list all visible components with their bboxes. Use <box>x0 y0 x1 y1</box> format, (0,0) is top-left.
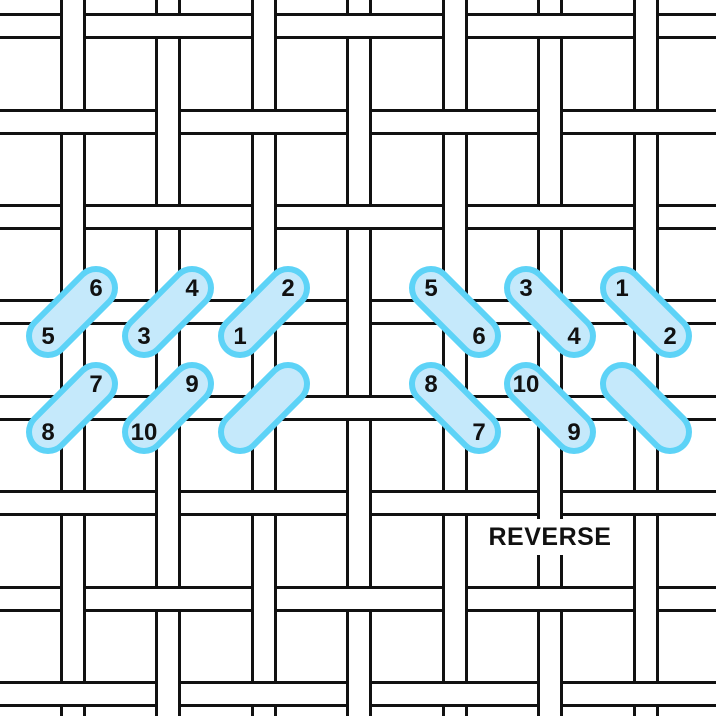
stitch: 10 9 <box>504 362 596 454</box>
stitch: 34 <box>504 266 596 358</box>
weave-crossing <box>536 13 564 39</box>
weave-crossing <box>441 109 469 135</box>
weave-crossing <box>345 204 373 230</box>
weave-crossing <box>345 13 373 39</box>
stitch: 12 <box>600 266 692 358</box>
stitch-start-number: 3 <box>137 323 150 350</box>
stitch-start-number: 3 <box>519 275 532 302</box>
stitch: 87 <box>26 362 118 454</box>
weave-crossing <box>536 204 564 230</box>
weave-crossing <box>250 681 278 707</box>
stitch-end-number: 9 <box>567 419 580 446</box>
stitch-end-number: 4 <box>567 323 581 350</box>
weave-crossing <box>154 13 182 39</box>
stitch-end-number: 6 <box>472 323 485 350</box>
weave-crossing <box>154 586 182 612</box>
weave-crossing <box>250 109 278 135</box>
weave-crossing <box>250 490 278 516</box>
weave-crossing <box>441 490 469 516</box>
vertical-thread <box>251 0 277 716</box>
stitch <box>218 362 310 454</box>
stitch: 34 <box>122 266 214 358</box>
stitch: 87 <box>409 362 501 454</box>
vertical-thread <box>60 0 86 716</box>
weave-crossing <box>59 490 87 516</box>
stitch-start-number: 10 <box>513 371 540 398</box>
stitch-start-number: 1 <box>615 275 628 302</box>
weave-crossing <box>632 681 660 707</box>
stitch: 56 <box>409 266 501 358</box>
stitch <box>600 362 692 454</box>
weave-crossing <box>345 395 373 421</box>
stitch-start-number: 8 <box>41 419 54 446</box>
stitch-end-number: 4 <box>185 275 199 302</box>
weave-crossing <box>632 490 660 516</box>
stitch-start-number: 5 <box>424 275 437 302</box>
weave-crossing <box>345 586 373 612</box>
stitch-end-number: 2 <box>663 323 676 350</box>
weave-crossing <box>59 681 87 707</box>
stitch-end-number: 2 <box>281 275 294 302</box>
weave-crossing <box>632 109 660 135</box>
stitch: 12 <box>218 266 310 358</box>
stitch-start-number: 5 <box>41 323 54 350</box>
stitch-start-number: 1 <box>233 323 246 350</box>
weave-crossing <box>536 586 564 612</box>
stitch-end-number: 7 <box>472 419 485 446</box>
weave-crossing <box>59 109 87 135</box>
vertical-thread <box>442 0 468 716</box>
stitch: 56 <box>26 266 118 358</box>
stitch-start-number: 8 <box>424 371 437 398</box>
weave-crossing <box>441 681 469 707</box>
stitch-start-number: 10 <box>131 419 158 446</box>
stitch-end-number: 6 <box>89 275 102 302</box>
stitch-end-number: 9 <box>185 371 198 398</box>
weave-crossing <box>154 204 182 230</box>
stitch-end-number: 7 <box>89 371 102 398</box>
reverse-label: REVERSE <box>476 519 624 555</box>
stitch: 10 9 <box>122 362 214 454</box>
vertical-thread <box>633 0 659 716</box>
